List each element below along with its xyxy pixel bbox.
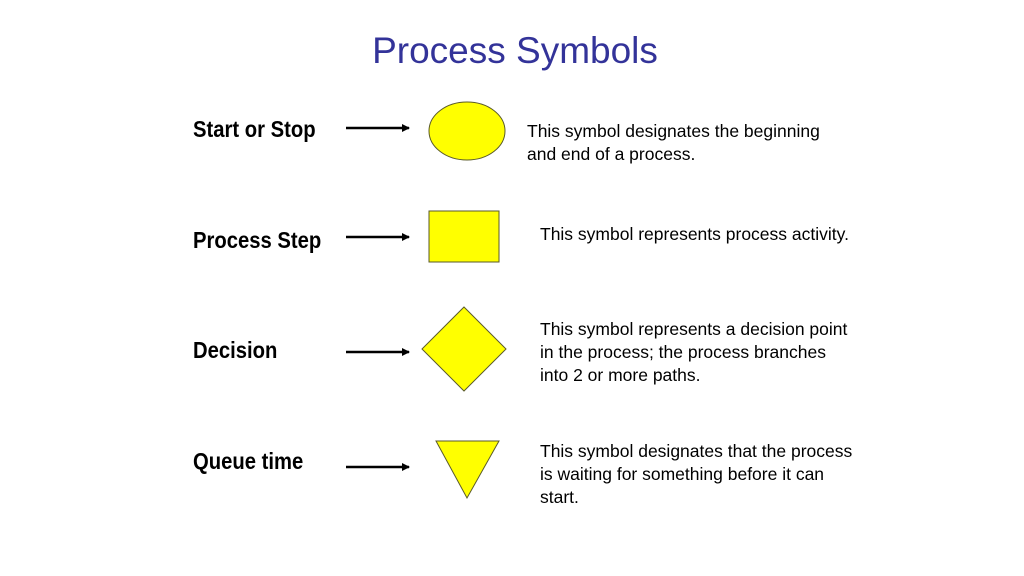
label-process-step: Process Step [193, 227, 322, 253]
description-start-stop: This symbol designates the beginning and… [527, 120, 820, 166]
inverted-triangle-symbol [435, 440, 500, 500]
description-decision: This symbol represents a decision point … [540, 318, 847, 387]
description-line: This symbol designates the beginning [527, 121, 820, 141]
rectangle-symbol [428, 210, 500, 263]
label-queue-time: Queue time [193, 448, 304, 474]
label-decision: Decision [193, 337, 278, 363]
description-queue-time: This symbol designates that the process … [540, 440, 852, 509]
description-line: is waiting for something before it can [540, 464, 825, 484]
description-line: and end of a process. [527, 144, 696, 164]
description-line: This symbol designates that the process [540, 441, 853, 461]
description-line: in the process; the process branches [540, 342, 826, 362]
description-line: This symbol represents a decision point [540, 319, 848, 339]
description-line: This symbol represents process activity. [540, 224, 849, 244]
description-line: into 2 or more paths. [540, 365, 701, 385]
diamond-symbol [421, 306, 507, 392]
ellipse-symbol [428, 101, 506, 161]
description-line: start. [540, 487, 579, 507]
label-start-stop: Start or Stop [193, 116, 316, 142]
description-process-step: This symbol represents process activity. [540, 223, 849, 246]
slide-title: Process Symbols [372, 30, 658, 71]
